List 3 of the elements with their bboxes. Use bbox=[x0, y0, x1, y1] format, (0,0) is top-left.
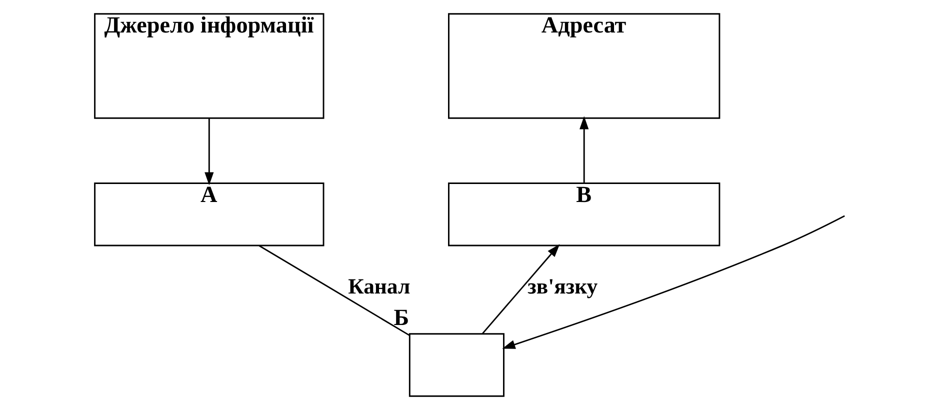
edge-label: зв'язку bbox=[528, 274, 598, 298]
edge-label: Канал bbox=[348, 274, 410, 298]
node-label: Б bbox=[394, 304, 410, 331]
